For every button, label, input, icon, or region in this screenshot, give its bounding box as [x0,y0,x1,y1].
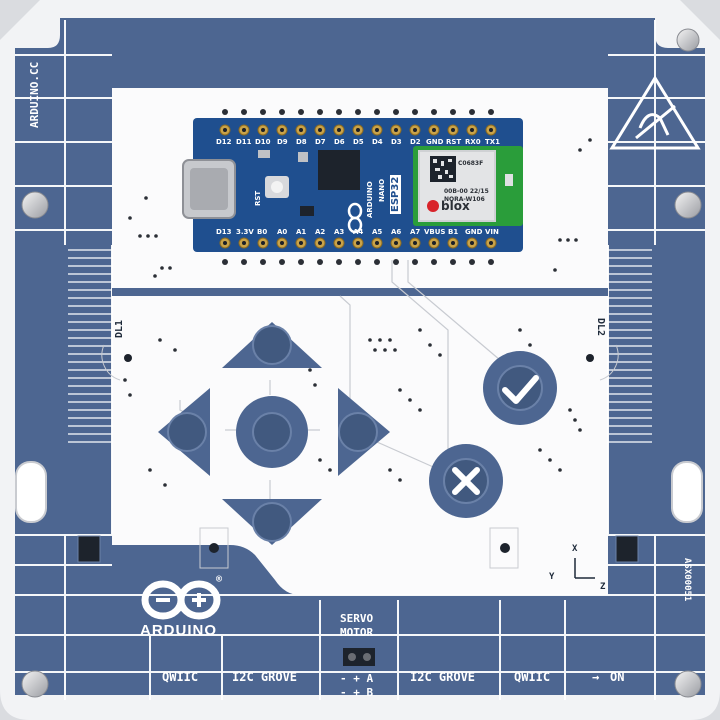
led-dl1 [101,344,132,381]
module-code-3: NORA-W106 [444,196,485,203]
connector-jst-left [77,535,101,563]
component-footprint [199,527,229,569]
led-left-label: DL1 [114,319,125,338]
header-holes [222,109,494,265]
top-band [112,78,608,88]
website-label: ARDUINO.CC [28,61,41,128]
nano-pin-bottom: D13 [216,228,232,236]
servo-label-2: MOTOR [340,626,374,639]
nano-pin-top: D8 [296,138,307,146]
button-confirm[interactable] [483,351,557,425]
x-icon [452,467,480,495]
vias [123,138,592,487]
nano-pin-bottom: A7 [410,228,421,236]
nano-pin-top: D9 [277,138,288,146]
nano-pin-top: D7 [315,138,326,146]
nano-pin-bottom: A2 [315,228,326,236]
power-arrow: → [592,670,600,684]
nano-pin-top: RX0 [465,138,481,146]
nano-pin-bottom: 3.3V [236,228,254,236]
screws [21,28,702,698]
nano-pin-top: D5 [353,138,364,146]
part-number-label: ASX00051 [682,558,692,602]
nano-brand-label: ARDUINO [366,181,374,218]
dpad [158,322,390,545]
grove-left-label: I2C GROVE [232,670,298,684]
nano-reset-label: RST [254,190,262,206]
nano-pin-bottom: A0 [277,228,288,236]
nano-pin-top: D12 [216,138,232,146]
qwiic-left-label: QWIIC [162,670,199,684]
nano-pin-top: D4 [372,138,383,146]
arduino-nano-esp32 [182,118,523,252]
nano-pin-bottom: A3 [334,228,345,236]
check-icon [502,375,539,404]
button-cancel[interactable] [429,444,503,518]
nano-pin-top: D3 [391,138,402,146]
nano-pin-bottom: VBUS [424,228,446,236]
nano-pin-top: GND [426,138,444,146]
nano-pin-bottom: B1 [448,228,459,236]
servo-label-1: SERVO [340,612,374,625]
traces [179,260,501,500]
nano-pin-bottom: VIN [485,228,499,236]
ruler-ticks [68,249,652,443]
servo-row-b: - + B [340,686,374,699]
axis-x-label: X [572,544,578,554]
connector-jst-right [615,535,639,563]
nano-model-label: NANO [378,178,386,202]
nano-pin-top: RST [446,138,462,146]
nano-pin-bottom: A5 [372,228,383,236]
module-brand: blox [441,199,470,213]
nano-pin-bottom: A1 [296,228,307,236]
registered-mark: ® [216,574,223,585]
power-label: ON [610,670,625,684]
nano-pin-top: D11 [236,138,252,146]
left-slot [15,461,47,523]
nano-pin-top: D2 [410,138,421,146]
nano-pin-bottom: GND [465,228,483,236]
nano-chip-label: ESP32 [390,174,401,214]
module-code-1: C0683F [458,160,484,167]
axis-z-label: Z [600,582,606,592]
nano-pin-bottom: B0 [257,228,268,236]
led-dl2 [586,344,619,381]
grid-lines [15,20,705,700]
servo-row-a: - + A [340,672,374,685]
module-code-2: 00B-00 22/15 [444,188,489,195]
nano-pin-top: D6 [334,138,345,146]
nano-pin-top: D10 [255,138,271,146]
qwiic-right-label: QWIIC [514,670,551,684]
right-slot [671,461,703,523]
led-right-label: DL2 [595,318,606,337]
mid-band [112,288,608,296]
servo-header [343,648,375,666]
esd-warning-icon [609,75,701,150]
arduino-logo [141,580,221,620]
brand-label: ARDUINO [140,622,217,639]
nano-pin-bottom: A4 [353,228,364,236]
axis-icon [574,558,595,579]
grove-right-label: I2C GROVE [410,670,476,684]
nano-pin-top: TX1 [485,138,501,146]
chip [318,150,360,190]
axis-y-label: Y [549,572,555,582]
nano-pin-bottom: A6 [391,228,402,236]
